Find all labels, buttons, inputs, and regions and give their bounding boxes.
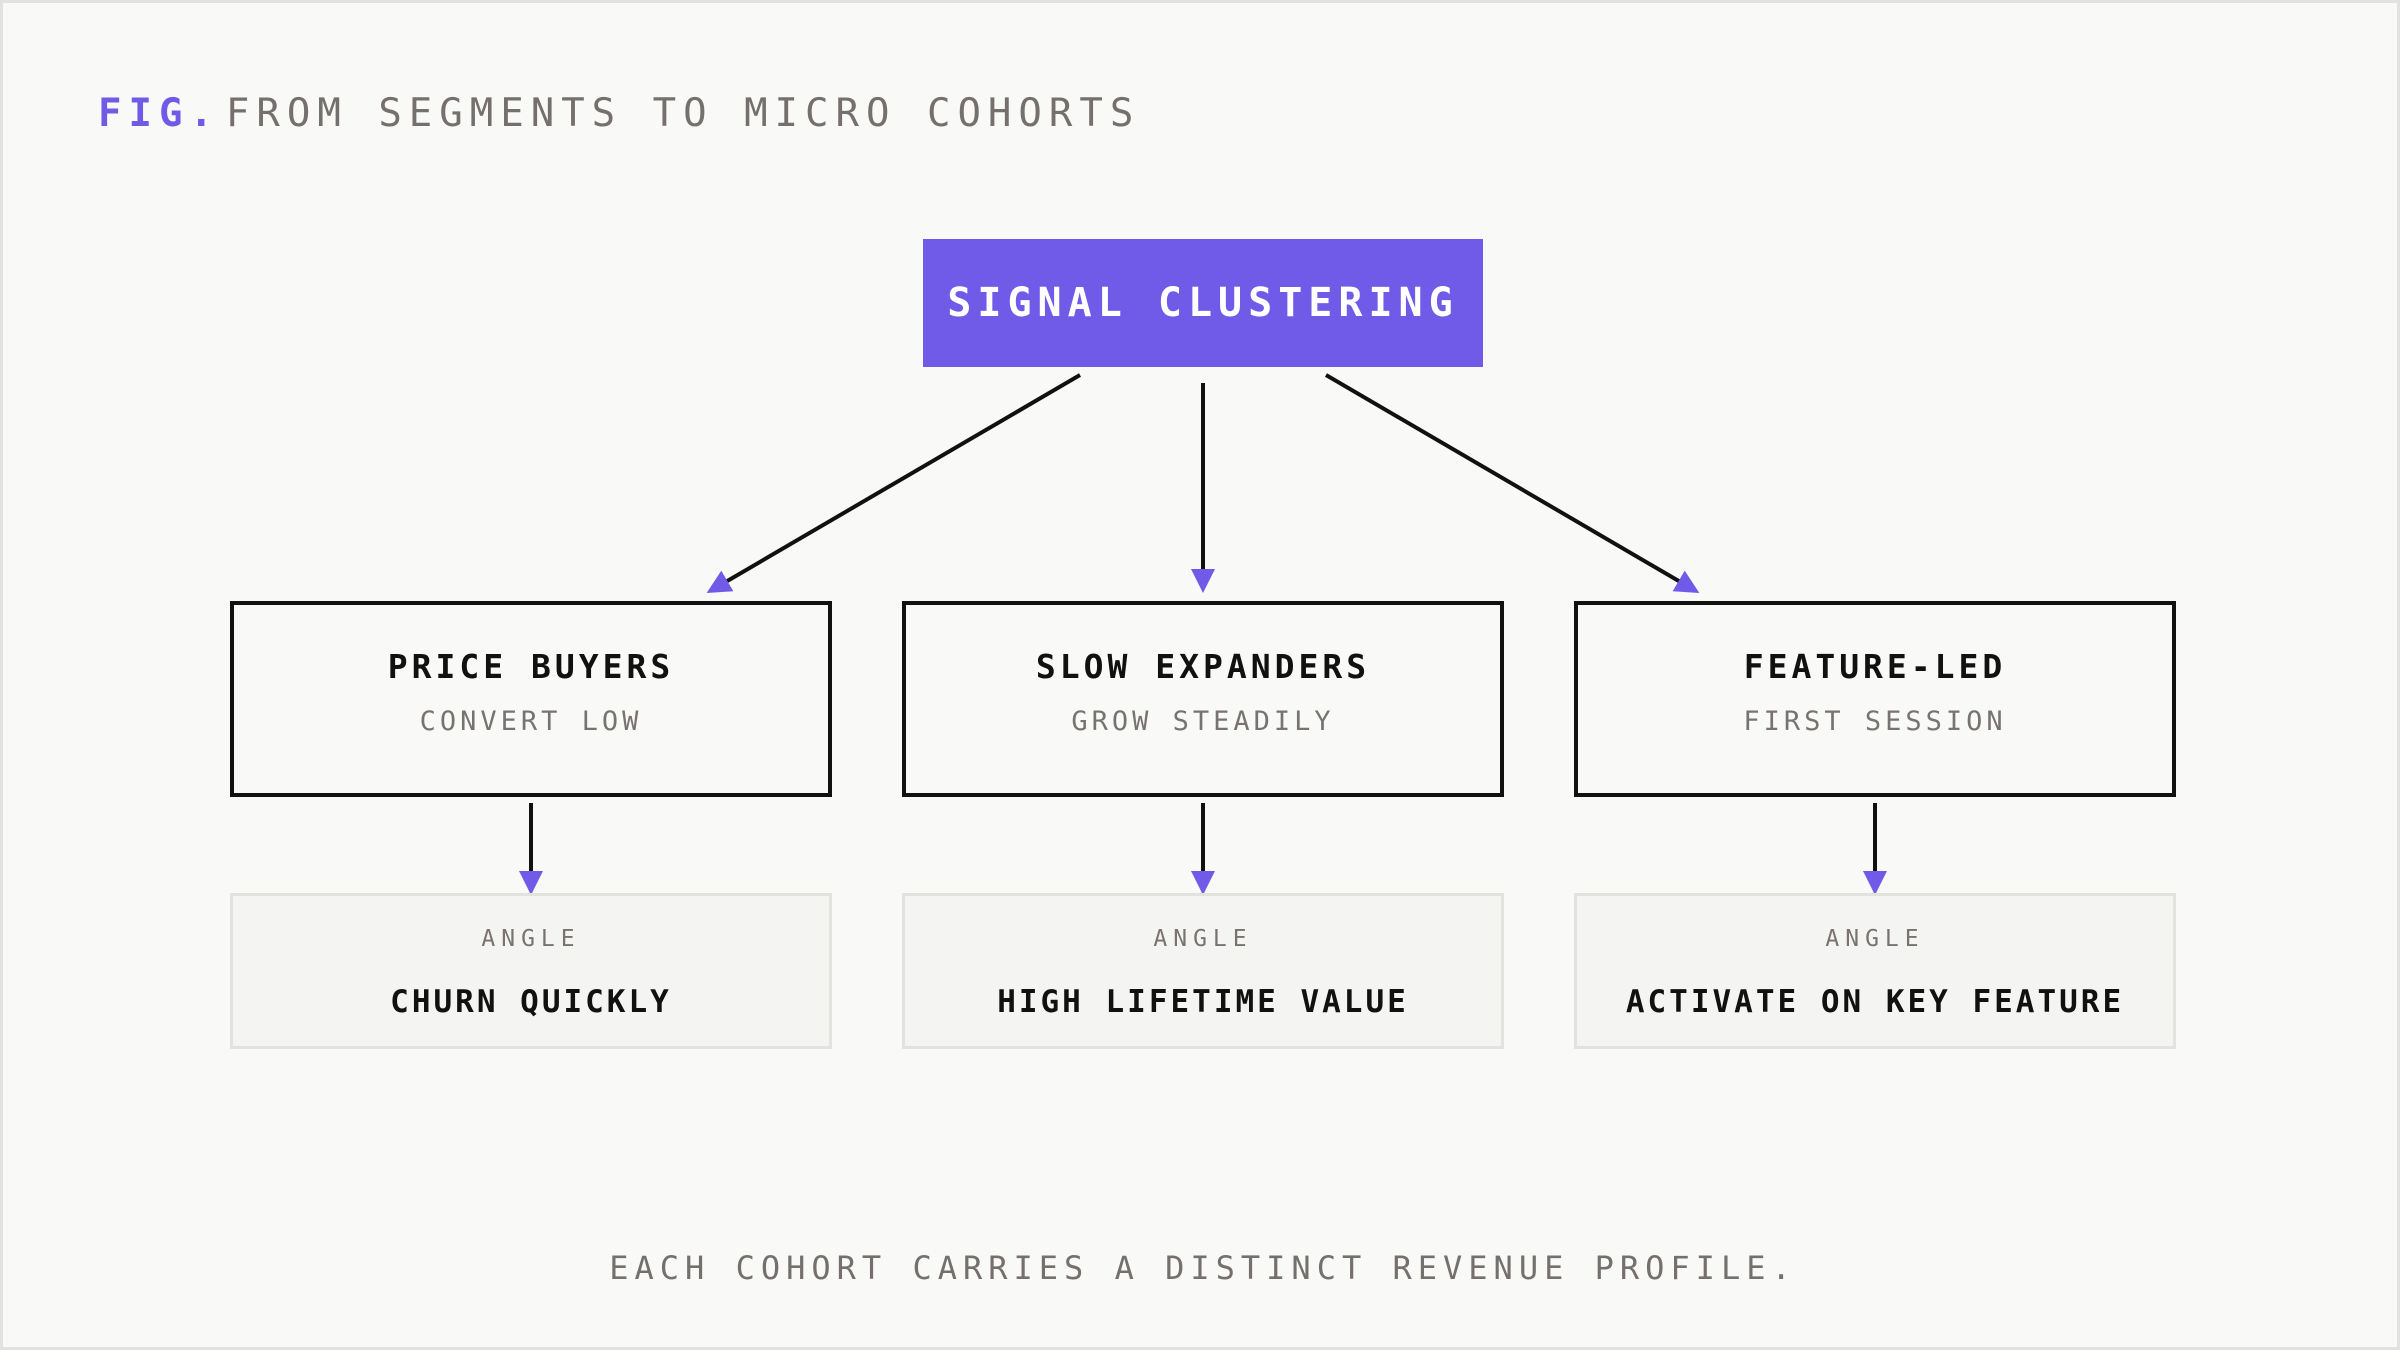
segment-subtitle: CONVERT LOW xyxy=(419,706,643,737)
segment-node-feature-led: FEATURE-LED FIRST SESSION xyxy=(1574,601,2176,797)
angle-value: HIGH LIFETIME VALUE xyxy=(997,984,1409,1020)
root-node-signal-clustering: SIGNAL CLUSTERING xyxy=(923,239,1483,367)
segment-title: FEATURE-LED xyxy=(1743,647,2007,686)
arrow-root-to-feature-led xyxy=(1324,373,1700,594)
segment-subtitle: FIRST SESSION xyxy=(1743,706,2007,737)
angle-value: ACTIVATE ON KEY FEATURE xyxy=(1625,984,2125,1020)
figure-title-text: FROM SEGMENTS TO MICRO COHORTS xyxy=(225,91,1141,136)
figure-label: FIG. xyxy=(98,91,220,136)
angle-value: CHURN QUICKLY xyxy=(390,984,672,1020)
arrow-root-to-price-buyers xyxy=(706,373,1082,594)
segment-node-price-buyers: PRICE BUYERS CONVERT LOW xyxy=(230,601,832,797)
angle-card-feature-led: ANGLE ACTIVATE ON KEY FEATURE xyxy=(1574,893,2176,1049)
segment-subtitle: GROW STEADILY xyxy=(1071,706,1335,737)
angle-label: ANGLE xyxy=(481,926,581,952)
root-node-label: SIGNAL CLUSTERING xyxy=(947,280,1459,326)
segment-title: SLOW EXPANDERS xyxy=(1035,647,1371,686)
segment-title: PRICE BUYERS xyxy=(387,647,675,686)
angle-label: ANGLE xyxy=(1153,926,1253,952)
angle-label: ANGLE xyxy=(1825,926,1925,952)
figure-title: FIG.FROM SEGMENTS TO MICRO COHORTS xyxy=(98,89,1140,139)
figure-caption: EACH COHORT CARRIES A DISTINCT REVENUE P… xyxy=(609,1249,1797,1287)
angle-card-slow-expanders: ANGLE HIGH LIFETIME VALUE xyxy=(902,893,1504,1049)
segment-node-slow-expanders: SLOW EXPANDERS GROW STEADILY xyxy=(902,601,1504,797)
angle-card-price-buyers: ANGLE CHURN QUICKLY xyxy=(230,893,832,1049)
